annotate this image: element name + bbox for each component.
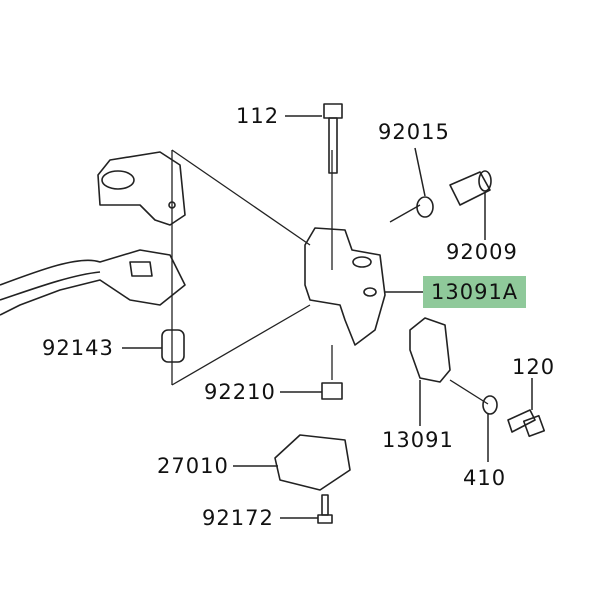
- part-label-92143[interactable]: 92143: [42, 336, 114, 360]
- nut-92210: [321, 382, 343, 400]
- part-label-13091a-highlighted[interactable]: 13091A: [423, 276, 527, 308]
- bolt-112: [323, 103, 343, 174]
- part-label-27010[interactable]: 27010: [157, 454, 229, 478]
- screw-92172: [317, 494, 333, 524]
- part-label-92172[interactable]: 92172: [202, 506, 274, 530]
- spacer-92143: [161, 329, 185, 363]
- leader-lines: [122, 115, 533, 519]
- bolt-120: [507, 409, 546, 438]
- clamp-holder: [304, 227, 386, 346]
- part-label-92210[interactable]: 92210: [204, 380, 276, 404]
- washer-92015: [416, 196, 434, 218]
- part-label-13091[interactable]: 13091: [382, 428, 454, 452]
- part-label-112[interactable]: 112: [236, 104, 280, 128]
- washer-410: [482, 395, 498, 415]
- part-label-92015[interactable]: 92015: [378, 120, 450, 144]
- screw-92009: [449, 170, 492, 206]
- part-label-92009[interactable]: 92009: [446, 240, 518, 264]
- part-label-410[interactable]: 410: [463, 466, 507, 490]
- switch-27010: [274, 434, 351, 491]
- clamp-13091: [409, 317, 451, 383]
- lever-part: [0, 249, 186, 316]
- part-label-120[interactable]: 120: [512, 355, 556, 379]
- guide-lines: [171, 149, 489, 405]
